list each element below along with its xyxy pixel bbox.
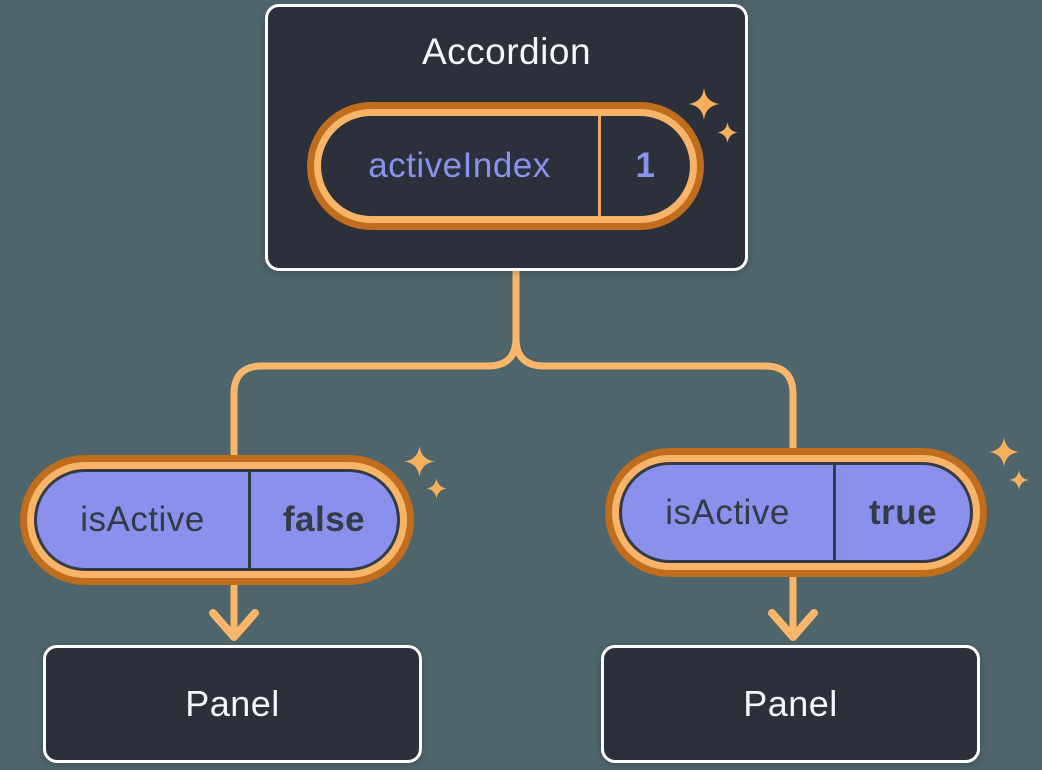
pill-divider — [598, 116, 601, 216]
panel-component-card-right: Panel — [601, 645, 980, 763]
pill-body: isActive false — [34, 469, 400, 571]
prop-value: true — [868, 492, 938, 532]
sparkle-icon — [1009, 470, 1029, 490]
arrow-down-icon — [768, 609, 818, 641]
state-name: activeIndex — [368, 146, 551, 185]
sparkle-icon — [688, 88, 720, 120]
pill-body: activeIndex 1 — [321, 116, 690, 216]
state-value-cell: 1 — [601, 116, 690, 216]
prop-name: isActive — [80, 500, 205, 539]
state-name-cell: activeIndex — [321, 116, 598, 216]
prop-name: isActive — [665, 492, 790, 532]
prop-value-cell: true — [836, 465, 970, 560]
pill-ring-inner: isActive true — [612, 455, 980, 570]
sparkle-icon — [426, 478, 447, 499]
prop-value-cell: false — [251, 472, 397, 568]
pill-ring-outer: isActive true — [605, 448, 987, 577]
prop-name-cell: isActive — [622, 465, 833, 560]
pill-divider — [833, 465, 836, 560]
sparkle-icon — [404, 446, 435, 477]
pill-ring-outer: activeIndex 1 — [307, 102, 704, 230]
prop-name-cell: isActive — [37, 472, 248, 568]
sparkle-icon — [717, 122, 738, 143]
panel-title: Panel — [185, 683, 280, 724]
pill-ring-outer: isActive false — [20, 455, 414, 585]
active-index-state-pill: activeIndex 1 — [307, 102, 704, 230]
pill-body: isActive true — [619, 462, 973, 563]
pill-ring-inner: activeIndex 1 — [314, 109, 697, 223]
sparkle-icon — [989, 437, 1019, 467]
is-active-pill-left: isActive false — [20, 455, 414, 585]
prop-value: false — [282, 500, 366, 539]
is-active-pill-right: isActive true — [605, 448, 987, 577]
accordion-title: Accordion — [421, 31, 592, 72]
state-value: 1 — [635, 146, 656, 185]
panel-title: Panel — [743, 683, 838, 724]
pill-ring-inner: isActive false — [27, 462, 407, 578]
connector-right-branch — [512, 268, 797, 634]
arrow-down-icon — [209, 609, 259, 641]
panel-component-card-left: Panel — [43, 645, 422, 763]
pill-divider — [248, 472, 251, 568]
